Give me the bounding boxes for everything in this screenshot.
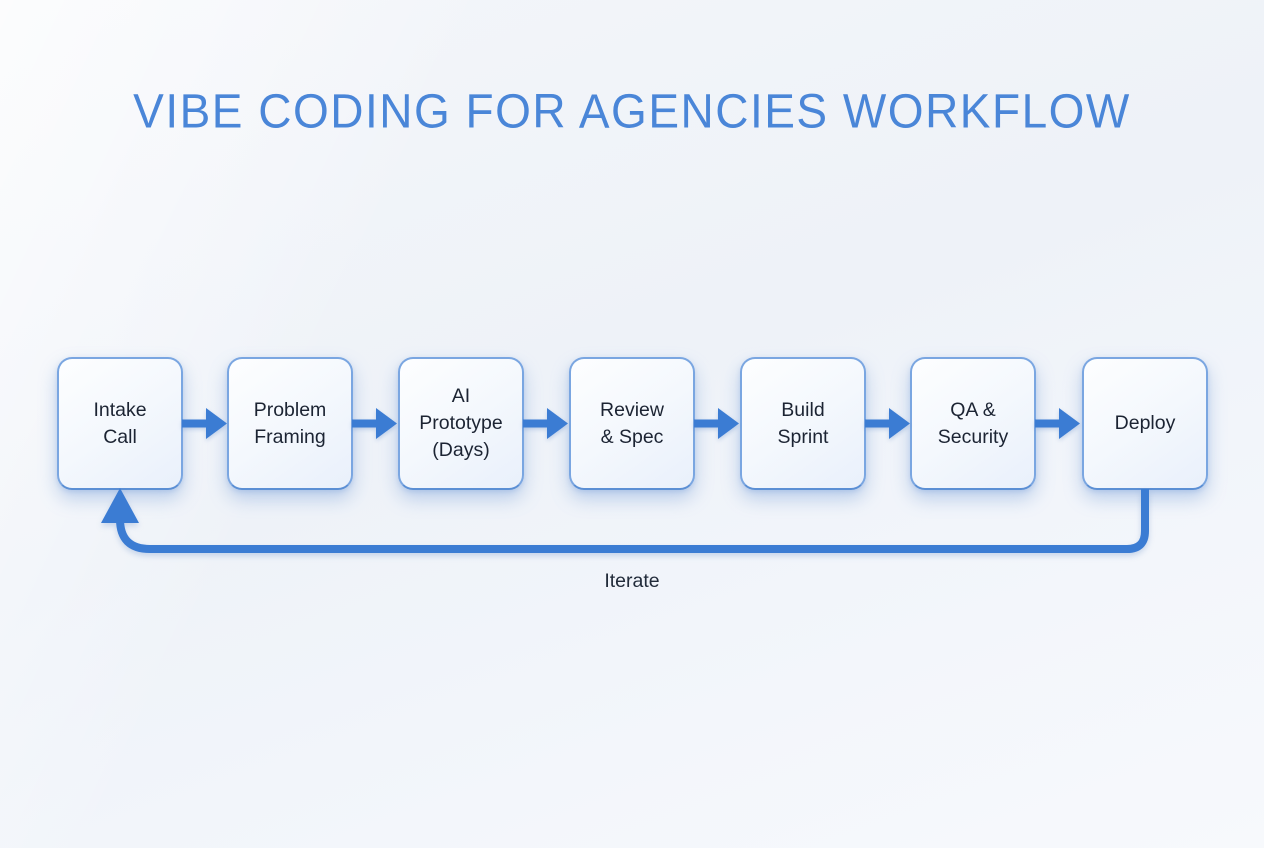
flow-node-label: Problem Framing [253,398,327,448]
flow-node-problem-framing: Problem Framing [227,357,353,490]
flow-node-qa-security: QA & Security [910,357,1036,490]
flow-node-label: Review & Spec [600,398,664,448]
flow-node-label: AI Prototype (Days) [419,385,503,461]
flow-node-review-spec: Review & Spec [569,357,695,490]
flow-node-label: QA & Security [937,398,1009,448]
arrow-right-icon [1035,408,1080,439]
flow-node-label: Intake Call [93,398,147,448]
flow-node-intake-call: Intake Call [57,357,183,490]
arrow-right-icon [865,408,910,439]
flow-node-deploy: Deploy [1082,357,1208,490]
flow-node-ai-prototype: AI Prototype (Days) [398,357,524,490]
arrow-right-icon [182,408,227,439]
flow-node-build-sprint: Build Sprint [740,357,866,490]
arrow-right-icon [352,408,397,439]
flow-node-label: Build Sprint [777,398,829,448]
arrow-right-icon [694,408,739,439]
arrow-right-icon [523,408,568,439]
page-title: VIBE CODING FOR AGENCIES WORKFLOW [133,83,1131,139]
iterate-label: Iterate [604,570,660,592]
flow-node-label: Deploy [1114,412,1176,435]
